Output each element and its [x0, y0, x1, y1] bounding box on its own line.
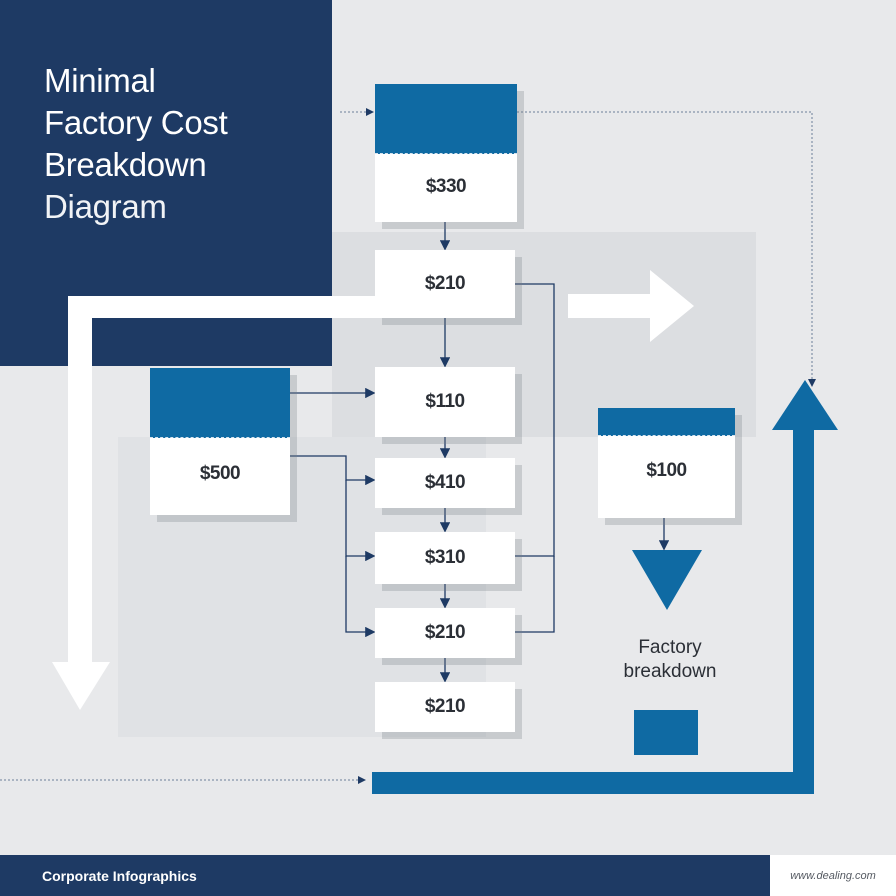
- cost-value: $500: [199, 462, 241, 484]
- cost-box-top: $330: [375, 84, 517, 222]
- title-line-3: Breakdown: [44, 146, 207, 183]
- cost-value: $210: [424, 622, 466, 643]
- cost-value: $210: [424, 696, 466, 717]
- blue-down-triangle: [632, 550, 702, 610]
- title-line-4: Diagram: [44, 188, 167, 225]
- cost-value: $110: [425, 391, 465, 412]
- cost-value: $310: [424, 547, 466, 568]
- label-line-2: breakdown: [623, 661, 717, 682]
- cost-box-step-5: $210: [375, 608, 515, 658]
- cost-value: $210: [424, 273, 466, 294]
- dotted-line-top-right: [517, 111, 816, 387]
- page-title: Minimal Factory Cost Breakdown Diagram: [44, 60, 228, 228]
- cost-box-step-2: $110: [375, 367, 515, 437]
- cost-box-step-3: $410: [375, 458, 515, 508]
- cost-box-step-1: $210: [375, 250, 515, 318]
- chain-connectors: [290, 222, 670, 683]
- cost-box-step-4: $310: [375, 532, 515, 584]
- factory-breakdown-label: Factory breakdown: [598, 636, 742, 684]
- title-line-1: Minimal: [44, 62, 156, 99]
- cost-box-step-6: $210: [375, 682, 515, 732]
- cost-value: $100: [646, 460, 687, 481]
- cost-box-right: $100: [598, 408, 735, 518]
- cost-box-left: $500: [150, 368, 290, 515]
- title-line-2: Factory Cost: [44, 104, 228, 141]
- cost-value: $330: [425, 176, 467, 197]
- white-right-arrow: [568, 270, 694, 342]
- footer-bar: Corporate Infographics: [0, 855, 770, 896]
- blue-square-marker: [634, 710, 698, 755]
- footer-right-text: www.dealing.com: [790, 869, 876, 882]
- footer-left-text: Corporate Infographics: [42, 867, 197, 884]
- footer-right-box: www.dealing.com: [770, 855, 896, 896]
- label-line-1: Factory: [638, 637, 702, 658]
- blue-up-arrow: [372, 380, 838, 794]
- white-down-arrow: [52, 296, 375, 710]
- cost-value: $410: [424, 472, 466, 493]
